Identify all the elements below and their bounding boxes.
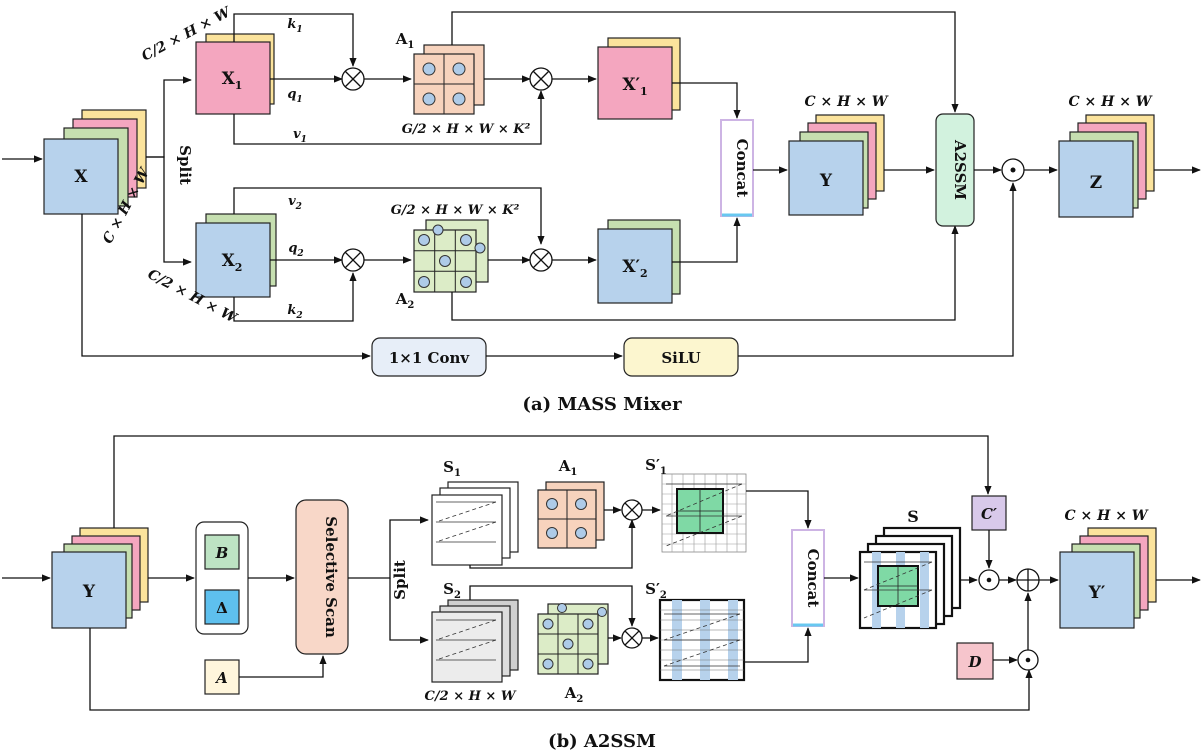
x2-label: X2 xyxy=(222,251,243,274)
a1-dim: G/2 × H × W × K² xyxy=(402,122,531,137)
y-prime-dim: C × H × W xyxy=(1064,508,1148,524)
q2-label: q2 xyxy=(288,241,303,259)
a1-attention-tile xyxy=(413,44,485,115)
split-label: Split xyxy=(176,145,194,185)
y-prime-label: Y′ xyxy=(1088,583,1106,603)
conv-label: 1×1 Conv xyxy=(389,349,471,367)
s2-prime-label: S′2 xyxy=(645,580,667,601)
y-prime-stack: Y′ xyxy=(1059,527,1157,629)
x1-prime-label: X′1 xyxy=(622,75,647,98)
add-node xyxy=(1016,568,1040,592)
caption-a2ssm: (b) A2SSM xyxy=(548,731,656,752)
a1-tile-bottom xyxy=(537,481,605,549)
s2-label: S2 xyxy=(443,580,461,601)
s1-label: S1 xyxy=(443,458,461,479)
multiply-node-q1k1 xyxy=(341,67,365,91)
s-stack xyxy=(858,526,962,630)
a2-tile-bottom xyxy=(537,603,609,675)
z-dim: C × H × W xyxy=(1068,94,1152,110)
y-label-bottom: Y xyxy=(82,582,96,602)
y-stack-bottom: Y xyxy=(51,527,149,629)
concat-block-bottom: Concat xyxy=(791,529,825,627)
a2-label-bottom: A2 xyxy=(564,684,584,705)
b-delta-group: B Δ xyxy=(195,521,249,635)
a2-dim: G/2 × H × W × K² xyxy=(391,203,520,218)
y-stack-top: Y xyxy=(788,114,885,216)
x1-prime-stack: X′1 xyxy=(597,37,681,120)
delta-box xyxy=(204,589,240,625)
b-box xyxy=(204,534,240,570)
a2ssm-label: A2SSM xyxy=(951,139,969,200)
x2-prime-label: X′2 xyxy=(622,257,647,280)
s2-stack xyxy=(431,599,519,683)
b-label: B xyxy=(215,544,229,562)
a-box: A xyxy=(204,659,240,695)
k1-label: k1 xyxy=(287,17,302,35)
x-label: X xyxy=(74,167,88,187)
elementwise-product-node-c xyxy=(978,569,1000,591)
d-label: D xyxy=(967,653,981,671)
x1-stack: X1 xyxy=(195,33,275,115)
concat-block-top: Concat xyxy=(720,119,754,217)
a2-label: A2 xyxy=(395,290,415,311)
v1-label: v1 xyxy=(293,127,307,145)
silu-block: SiLU xyxy=(623,337,739,377)
concat-label-top: Concat xyxy=(733,139,751,198)
y-dim-top: C × H × W xyxy=(804,94,888,110)
s1-prime-label: S′1 xyxy=(645,456,667,477)
input-x-stack: X xyxy=(43,109,147,215)
x2-prime-stack: X′2 xyxy=(597,219,681,304)
y-label-top: Y xyxy=(819,171,833,191)
a1-label-bottom: A1 xyxy=(558,457,578,478)
silu-label: SiLU xyxy=(661,349,700,367)
a-label: A xyxy=(214,669,228,687)
split-label-bottom: Split xyxy=(391,560,409,600)
q1-label: q1 xyxy=(287,87,302,105)
z-stack: Z xyxy=(1058,114,1155,218)
selective-scan-block: Selective Scan xyxy=(295,499,349,655)
concat-label-bottom: Concat xyxy=(804,549,822,608)
multiply-node-a2v2 xyxy=(529,248,553,272)
s1-stack xyxy=(431,481,519,566)
elementwise-product-node-d xyxy=(1017,649,1039,671)
a1-label: A1 xyxy=(395,30,415,51)
s1-prime-grid xyxy=(661,473,747,553)
caption-mass-mixer: (a) MASS Mixer xyxy=(522,394,682,415)
delta-label: Δ xyxy=(216,599,228,617)
x1-label: X1 xyxy=(222,69,243,92)
multiply-node-q2k2 xyxy=(341,248,365,272)
a2-attention-tile xyxy=(413,219,489,293)
v2-label: v2 xyxy=(288,194,302,212)
elementwise-product-node-top xyxy=(1001,158,1025,182)
s-label: S xyxy=(907,507,919,526)
d-box: D xyxy=(956,642,994,680)
s2-prime-grid xyxy=(658,598,746,682)
multiply-node-s1 xyxy=(621,499,643,521)
c-prime-box: C′ xyxy=(971,495,1007,531)
a2ssm-block: A2SSM xyxy=(935,113,975,227)
multiply-node-a1v1 xyxy=(529,67,553,91)
selective-scan-label: Selective Scan xyxy=(322,516,340,638)
x2-stack: X2 xyxy=(195,213,277,298)
k2-label: k2 xyxy=(287,303,302,321)
c-prime-label: C′ xyxy=(981,505,997,523)
s2-dim: C/2 × H × W xyxy=(425,689,517,704)
multiply-node-s2 xyxy=(621,627,643,649)
z-label: Z xyxy=(1090,173,1102,193)
conv-1x1-block: 1×1 Conv xyxy=(371,337,487,377)
